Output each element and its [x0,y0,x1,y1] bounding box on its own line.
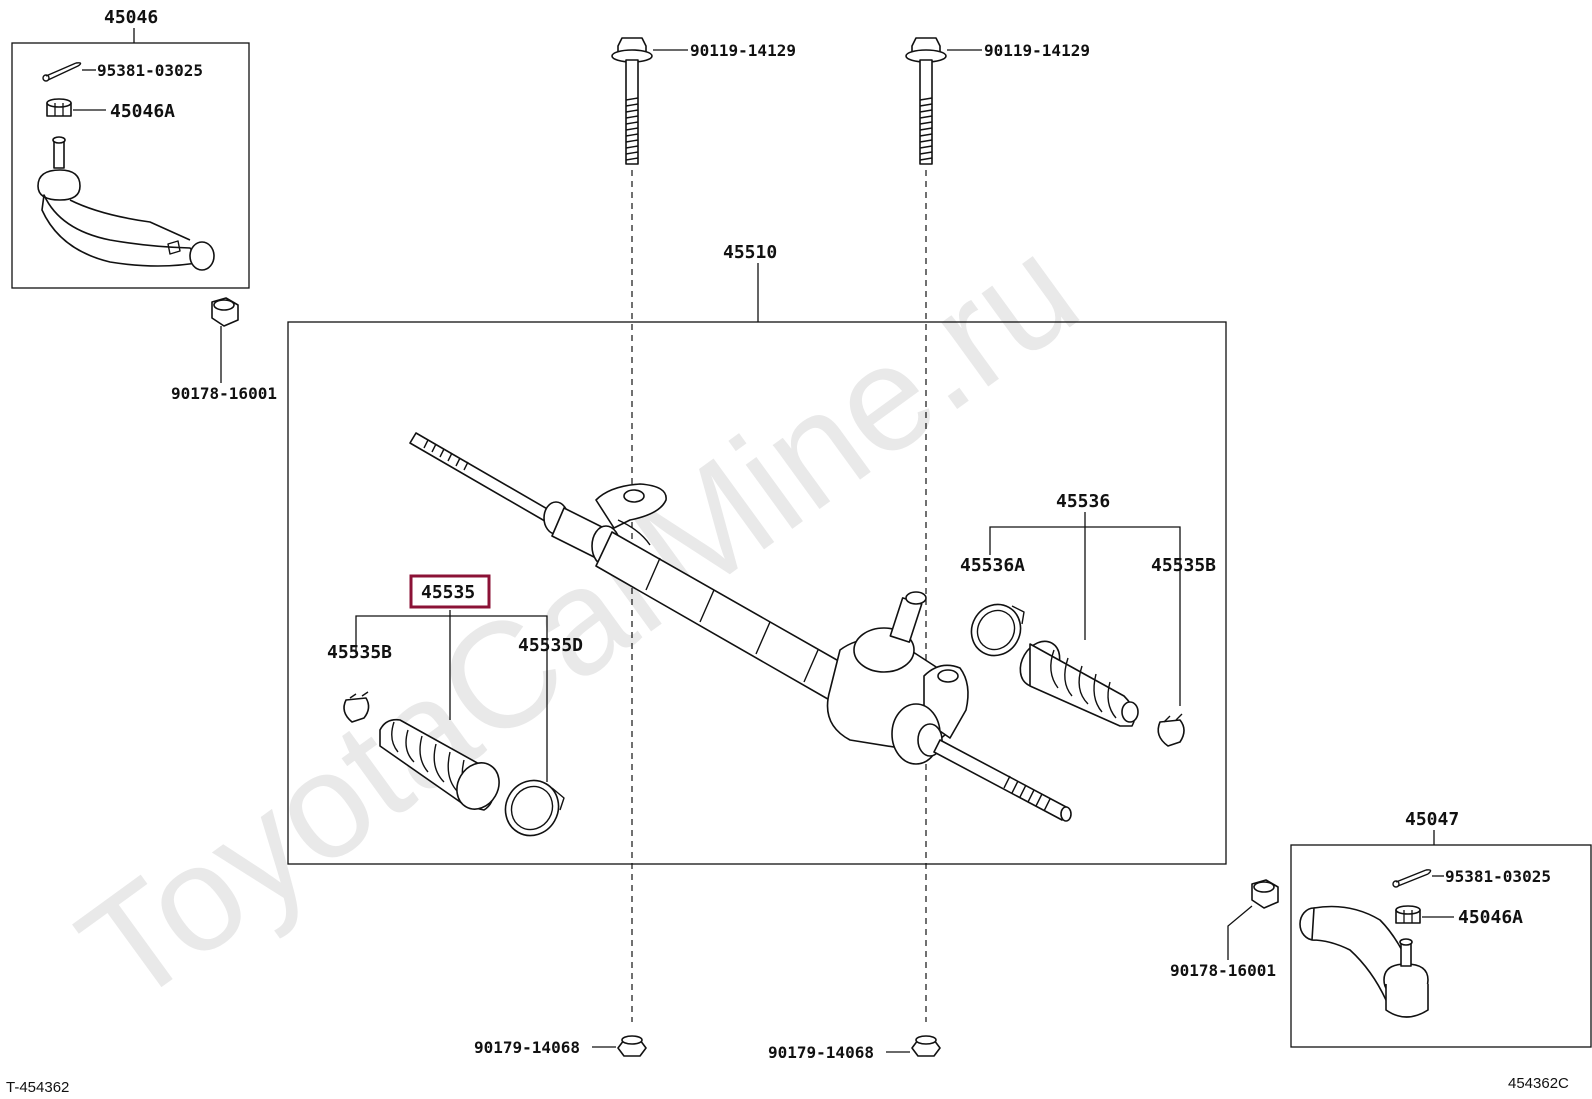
lock-nut-left-icon [211,297,239,327]
boot-right-icon [1019,640,1139,727]
label-45535[interactable]: 45535 [421,582,475,603]
label-90179-14068-right[interactable]: 90179-14068 [768,1043,874,1062]
band-clamp-left-icon [504,779,565,837]
label-45536A[interactable]: 45536A [960,555,1025,576]
lock-nut-right-icon [1251,879,1279,909]
diagram-code-left: T-454362 [6,1079,69,1096]
label-95381-03025-left[interactable]: 95381-03025 [97,61,203,80]
cotter-pin-icon [42,62,82,82]
boot-left-icon [379,718,500,811]
diagram-code-right: 454362C [1508,1075,1569,1092]
label-95381-03025-right[interactable]: 95381-03025 [1445,867,1551,886]
label-90178-16001-left[interactable]: 90178-16001 [171,384,277,403]
label-45535D[interactable]: 45535D [518,635,583,656]
label-45536[interactable]: 45536 [1056,491,1110,512]
bolt-right-icon [905,37,947,165]
label-45535B-left[interactable]: 45535B [327,642,392,663]
label-90178-16001-right[interactable]: 90178-16001 [1170,961,1276,980]
castle-nut-icon [46,98,72,117]
tie-rod-end-left-box [11,42,250,289]
steering-rack-icon [409,432,1072,822]
clip-left-icon [343,691,370,723]
band-clamp-right-icon [970,603,1025,657]
label-90119-14129-left[interactable]: 90119-14129 [690,41,796,60]
bolt-left-icon [611,37,653,165]
label-45510[interactable]: 45510 [723,242,777,263]
highlight-45535 [409,574,491,609]
nut-bottom-left-icon [617,1035,647,1057]
tie-rod-end-right-box [1290,844,1592,1048]
label-90179-14068-left[interactable]: 90179-14068 [474,1038,580,1057]
label-45046A-left[interactable]: 45046A [110,101,175,122]
label-45535B-right[interactable]: 45535B [1151,555,1216,576]
label-45046[interactable]: 45046 [104,7,158,28]
steering-gear-assembly-box [287,321,1227,865]
watermark: ToyotaCarMine.ru [50,204,1106,1036]
castle-nut-right-icon [1395,905,1421,924]
label-90119-14129-right[interactable]: 90119-14129 [984,41,1090,60]
nut-bottom-right-icon [911,1035,941,1057]
cotter-pin-right-icon [1392,869,1432,888]
tie-rod-end-left-icon [37,136,215,271]
tie-rod-end-right-icon [1299,905,1429,1018]
clip-right-icon [1157,713,1185,747]
label-45046A-right[interactable]: 45046A [1458,907,1523,928]
label-45047[interactable]: 45047 [1405,809,1459,830]
